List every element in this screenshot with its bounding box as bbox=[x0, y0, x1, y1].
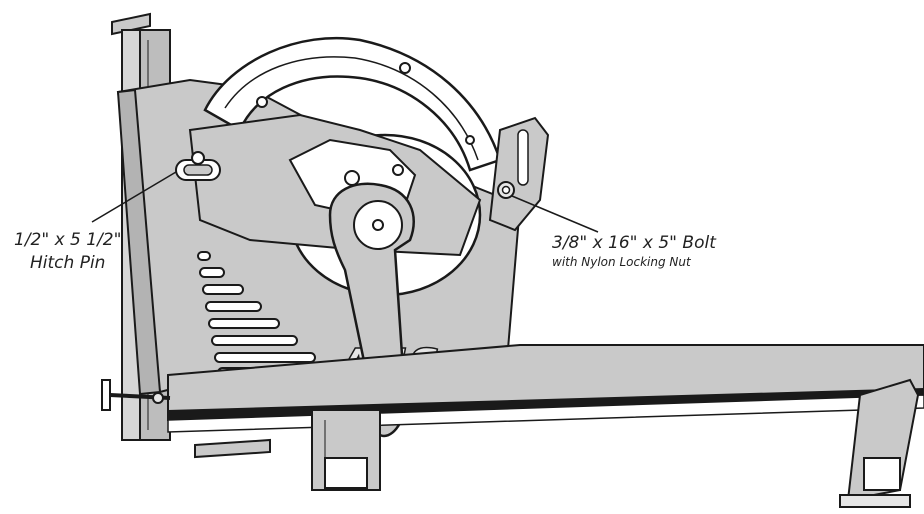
callout-bolt: 3/8" x 16" x 5" Bolt with Nylon Locking … bbox=[511, 195, 717, 269]
blade-guard bbox=[203, 36, 502, 172]
hitch-pin-label-line1: 1/2" x 5 1/2" bbox=[14, 230, 121, 250]
receiver-tube-right bbox=[839, 378, 920, 508]
bolt-label-line1: 3/8" x 16" x 5" Bolt bbox=[552, 233, 717, 253]
callout-hitch-pin: 1/2" x 5 1/2" Hitch Pin bbox=[14, 171, 177, 273]
hitch-pin-icon bbox=[175, 151, 221, 181]
receiver-tube-mid bbox=[311, 409, 381, 491]
foot-plate bbox=[194, 438, 271, 459]
clamp-screw bbox=[101, 379, 171, 411]
hitch-pin-label-line2: Hitch Pin bbox=[30, 253, 105, 273]
bolt-bracket bbox=[488, 116, 550, 232]
bolt-label-line2: with Nylon Locking Nut bbox=[552, 255, 692, 269]
